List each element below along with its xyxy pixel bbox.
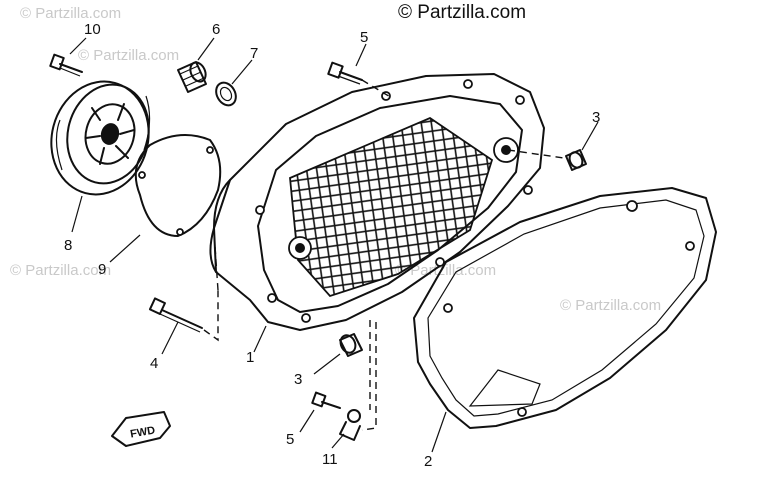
leader-line: [197, 37, 215, 61]
part-5-bolt[interactable]: [311, 391, 341, 409]
dash-guide: [507, 149, 565, 159]
part-5-bolt[interactable]: [327, 61, 363, 85]
callout-7: 7: [250, 45, 258, 62]
part-3-dowel[interactable]: [338, 333, 363, 357]
part-8-rotor[interactable]: [39, 71, 161, 206]
part-9-gasket[interactable]: [134, 134, 222, 237]
callout-5: 5: [360, 29, 368, 46]
leader-line: [299, 409, 315, 433]
part-7-oring[interactable]: [212, 79, 240, 109]
watermark-text: © Partzilla.com: [10, 262, 111, 279]
dash-guide: [203, 231, 219, 342]
part-11-clamp[interactable]: [339, 409, 361, 441]
watermark-text: © Partzilla.com: [395, 262, 496, 279]
fwd-label: FWD: [129, 424, 156, 440]
dash-guide: [361, 79, 393, 99]
watermark-text: © Partzilla.com: [560, 297, 661, 314]
watermark-text: © Partzilla.com: [20, 5, 121, 22]
leader-line: [313, 353, 341, 375]
leader-line: [431, 411, 447, 453]
part-4-long-bolt[interactable]: [148, 297, 203, 333]
fwd-arrow-icon: FWD: [111, 411, 171, 447]
callout-3: 3: [592, 109, 600, 126]
callout-8: 8: [64, 237, 72, 254]
leader-line: [581, 121, 599, 151]
dash-guide: [361, 320, 377, 431]
part-3-dowel[interactable]: [565, 149, 587, 171]
watermark-text: © Partzilla.com: [78, 47, 179, 64]
part-10-bolt[interactable]: [49, 53, 83, 77]
callout-6: 6: [212, 21, 220, 38]
callout-5: 5: [286, 431, 294, 448]
callout-4: 4: [150, 355, 158, 372]
callout-1: 1: [246, 349, 254, 366]
callout-11: 11: [322, 451, 338, 468]
leader-line: [71, 195, 83, 233]
callout-3: 3: [294, 371, 302, 388]
leader-line: [231, 59, 253, 85]
callout-9: 9: [98, 261, 106, 278]
copyright-text: © Partzilla.com: [398, 2, 527, 23]
callout-2: 2: [424, 453, 432, 470]
part-1-crankcase-cover[interactable]: [209, 73, 545, 331]
callout-10: 10: [84, 21, 101, 38]
leader-line: [161, 321, 179, 355]
leader-line: [69, 37, 87, 55]
leader-line: [253, 325, 267, 353]
part-2-gasket[interactable]: [413, 187, 717, 429]
leader-line: [109, 234, 141, 263]
leader-line: [331, 433, 345, 449]
leader-line: [355, 43, 367, 67]
part-6-plug[interactable]: [177, 60, 209, 93]
